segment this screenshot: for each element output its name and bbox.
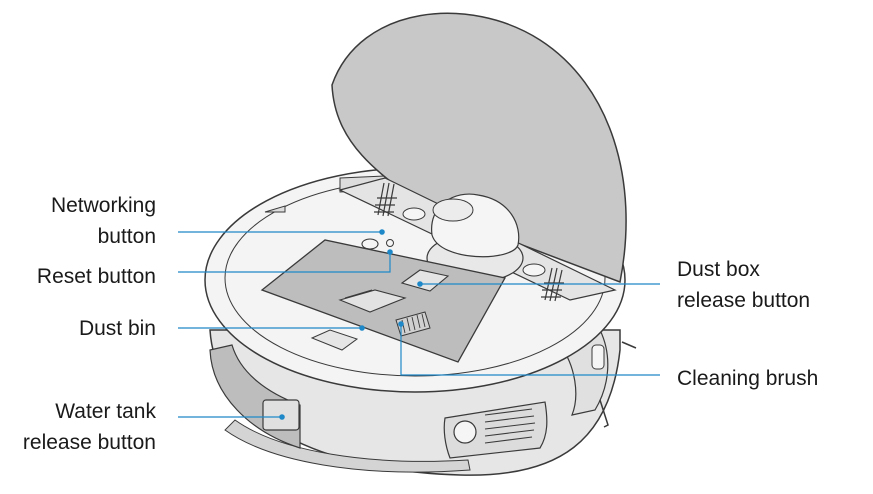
label-water-tank-line-1: Water tank <box>55 400 156 423</box>
label-dust-bin: Dust bin <box>79 313 156 344</box>
reset-button-shape <box>386 239 394 247</box>
leader-dot-dust-bin <box>359 325 365 331</box>
leader-line-reset <box>178 254 391 273</box>
open-lid <box>331 12 627 284</box>
label-dust-bin-line: Dust bin <box>78 317 156 340</box>
leader-dot-networking <box>379 229 385 235</box>
leader-dot-cleaning-brush <box>398 321 404 327</box>
dust-bin-handle <box>338 289 407 313</box>
leader-dot-reset <box>387 249 393 255</box>
label-dust-box-release-button: Dust box release button <box>677 254 810 316</box>
label-networking-line-1: Networking <box>50 194 156 217</box>
dust-box-release-shape <box>400 269 450 292</box>
label-cleaning-brush: Cleaning brush <box>677 363 818 394</box>
leader-lines <box>178 229 660 420</box>
label-dust-box-line-1: Dust box <box>677 258 760 281</box>
label-networking-line-2: button <box>97 225 156 248</box>
brush-bristles-left <box>374 182 397 217</box>
leader-dot-water-tank <box>279 414 285 420</box>
label-reset-button: Reset button <box>37 261 156 292</box>
label-dust-box-line-2: release button <box>677 289 811 312</box>
front-sensor <box>453 420 477 444</box>
front-grille <box>443 401 548 459</box>
robot-base-rim <box>224 419 471 473</box>
label-water-tank-release-button: Water tank release button <box>23 396 156 458</box>
label-cleaning-brush-line: Cleaning brush <box>677 367 819 390</box>
networking-button-shape <box>361 238 379 250</box>
label-water-tank-line-2: release button <box>22 431 156 454</box>
label-networking-button: Networking button <box>51 190 156 252</box>
leader-dot-dust-box <box>417 281 423 287</box>
leader-line-cleaning-brush <box>400 326 660 376</box>
label-reset-line: Reset button <box>36 265 156 288</box>
